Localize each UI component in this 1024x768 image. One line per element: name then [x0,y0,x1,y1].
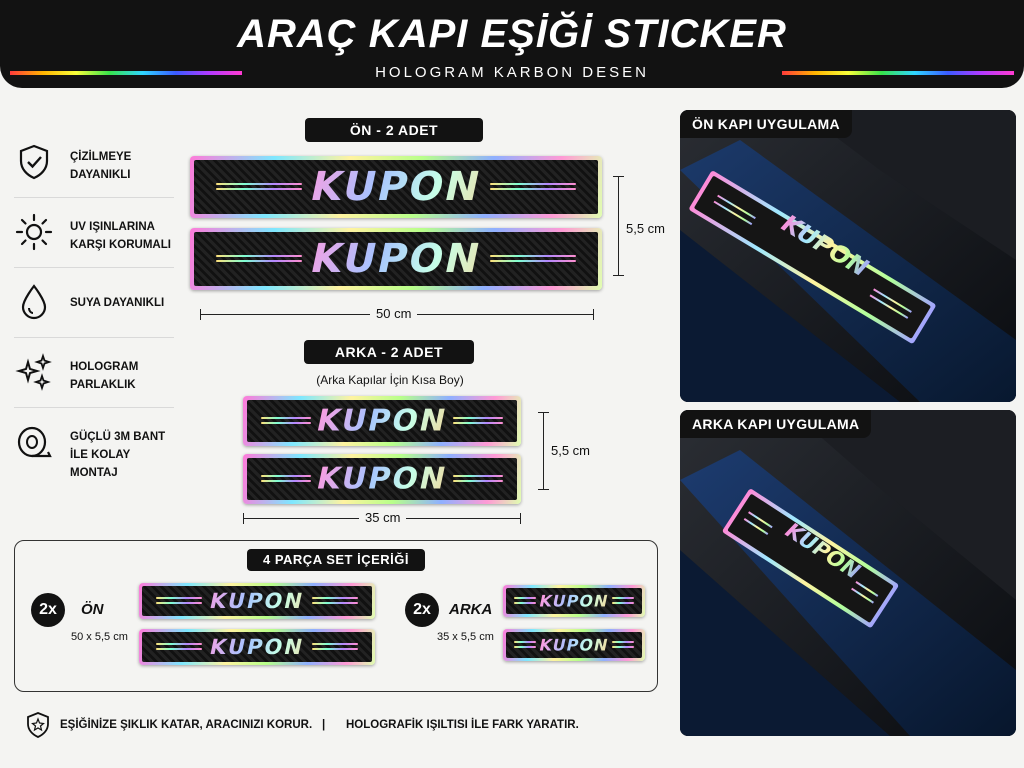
feature-text: ÇİZİLMEYE DAYANIKLI [70,151,132,181]
set-title: 4 PARÇA SET İÇERİĞİ [247,549,425,571]
set-rear-label: ARKA [449,601,493,618]
rear-height-label: 5,5 cm [545,443,597,458]
feature-item: ÇİZİLMEYE DAYANIKLI [14,128,174,198]
rainbow-stripe-left [10,71,242,75]
footer-separator: | [322,719,326,731]
feature-item: SUYA DAYANIKLI [14,268,174,338]
set-rear-sticker-1: KUPON [503,585,645,617]
shield-badge-icon [27,712,49,738]
front-width-label: 50 cm [370,306,418,321]
feature-text: GÜÇLÜ 3M BANT İLE KOLAY MONTAJ [70,431,166,479]
front-door-photo: KUPON ÖN KAPI UYGULAMA [680,110,1016,402]
feature-text: HOLOGRAM PARLAKLIK [70,361,139,391]
set-front-sticker-2: KUPON [139,629,375,665]
set-front-size: 50 x 5,5 cm [71,631,128,643]
rear-note: (Arka Kapılar İçin Kısa Boy) [316,373,464,387]
rear-section-label: ARKA - 2 ADET [304,340,474,364]
set-front-label: ÖN [81,601,104,618]
water-drop-icon [21,284,47,320]
feature-item: UV IŞINLARINA KARŞI KORUMALI [14,198,174,268]
set-front-sticker-1: KUPON [139,583,375,619]
rear-count-badge: 2x [405,593,439,627]
sun-icon [15,213,53,251]
page-title: ARAÇ KAPI EŞİĞİ STICKER [237,12,787,56]
sparkle-icon [15,353,52,391]
set-rear-sticker-2: KUPON [503,629,645,661]
front-section-label: ÖN - 2 ADET [305,118,483,142]
set-rear-size: 35 x 5,5 cm [437,631,494,643]
rear-sticker-2: KUPON [243,454,521,504]
rear-photo-label: ARKA KAPI UYGULAMA [680,410,872,438]
set-contents-box: 4 PARÇA SET İÇERİĞİ 2x ÖN 50 x 5,5 cm KU… [14,540,658,692]
rear-height-dimension [538,412,549,490]
car-sill-illustration: KUPON [680,110,1016,402]
car-sill-illustration: KUPON [680,410,1016,736]
front-height-label: 5,5 cm [620,221,672,236]
footer-text-2: HOLOGRAFİK IŞILTISI İLE FARK YARATIR. [346,719,579,731]
page-subtitle: HOLOGRAM KARBON DESEN [375,64,649,81]
rear-door-photo: KUPON ARKA KAPI UYGULAMA [680,410,1016,736]
feature-text: UV IŞINLARINA KARŞI KORUMALI [70,221,171,251]
feature-text: SUYA DAYANIKLI [70,297,165,309]
feature-item: GÜÇLÜ 3M BANT İLE KOLAY MONTAJ [14,408,174,479]
rainbow-stripe-right [782,71,1014,75]
rear-width-label: 35 cm [359,510,407,525]
front-sticker-2: KUPON [190,228,602,290]
header-banner: ARAÇ KAPI EŞİĞİ STICKER HOLOGRAM KARBON … [0,0,1024,88]
front-sticker-1: KUPON [190,156,602,218]
feature-list: ÇİZİLMEYE DAYANIKLI UV IŞINLARINA KARŞI … [14,128,174,479]
feature-item: HOLOGRAM PARLAKLIK [14,338,174,408]
footer-text-1: EŞİĞİNİZE ŞIKLIK KATAR, ARACINIZI KORUR. [60,719,313,731]
rear-sticker-1: KUPON [243,396,521,446]
tape-roll-icon [17,426,52,458]
front-count-badge: 2x [31,593,65,627]
shield-check-icon [19,144,49,180]
front-photo-label: ÖN KAPI UYGULAMA [680,110,852,138]
front-height-dimension [613,176,624,276]
